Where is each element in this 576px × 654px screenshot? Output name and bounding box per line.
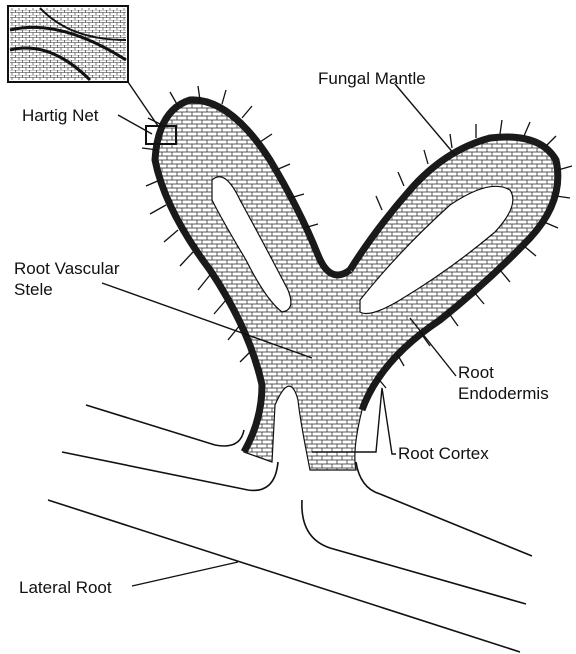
- label-root-vascular-stele-line1: Root Vascular: [14, 258, 120, 279]
- label-fungal-mantle: Fungal Mantle: [318, 68, 426, 89]
- lateral-root-middle-left-line: [62, 452, 278, 490]
- lateral-root-right-line-2: [302, 500, 526, 604]
- hartig-net-inset: [8, 6, 128, 82]
- label-hartig-net: Hartig Net: [22, 105, 99, 126]
- leader-fungal-mantle: [395, 84, 455, 155]
- label-root-endodermis-line2: Endodermis: [458, 383, 549, 404]
- leader-lateral-root: [132, 562, 238, 586]
- label-lateral-root: Lateral Root: [19, 577, 112, 598]
- label-root-endodermis: Root Endodermis: [458, 362, 549, 404]
- lateral-root-upper-left-line: [86, 405, 244, 446]
- root-cortex-tissue: [155, 100, 558, 470]
- inset-connector-line: [128, 82, 158, 126]
- label-root-cortex: Root Cortex: [398, 443, 489, 464]
- label-root-endodermis-line1: Root: [458, 362, 549, 383]
- label-root-vascular-stele: Root Vascular Stele: [14, 258, 120, 300]
- label-root-vascular-stele-line2: Stele: [14, 279, 120, 300]
- leader-hartig-net: [118, 115, 152, 134]
- lateral-root-right-line-1: [356, 462, 532, 556]
